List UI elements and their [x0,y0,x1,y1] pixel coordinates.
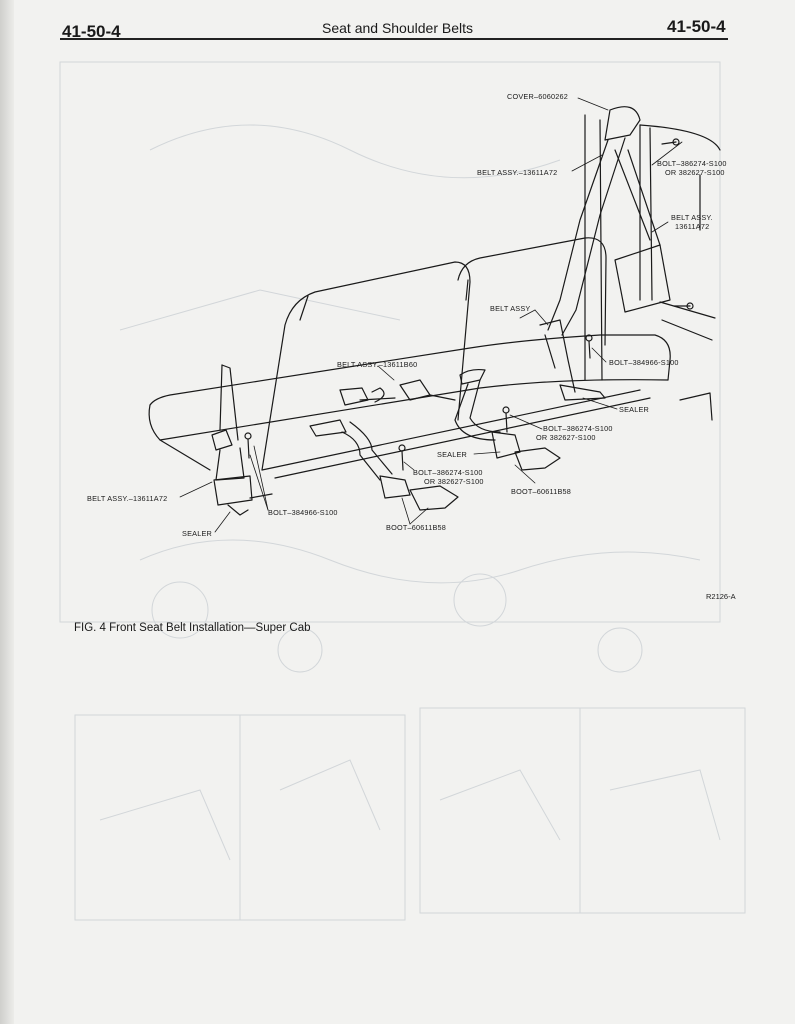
lap-belt-center [359,379,456,401]
page-number-left: 41-50-4 [62,22,121,41]
label-belt-assy-right-1: BELT ASSY. [671,213,713,222]
page-number-right: 41-50-4 [667,17,726,36]
bolt-icons [244,138,694,471]
label-cover: COVER–6060262 [507,92,569,101]
label-belt-assy-13611b60: BELT ASSY.–13611B60 [337,360,418,369]
figure-caption: FIG. 4 Front Seat Belt Installation—Supe… [74,622,311,634]
page-title: Seat and Shoulder Belts [322,20,473,36]
label-sealer-right: SEALER [619,405,649,414]
label-bolt-384966-right: BOLT–384966-S100 [609,358,679,367]
shoulder-anchor-left [211,364,273,516]
figure-reference-code: R2126-A [706,592,736,601]
header-rule [60,38,728,40]
seat-cushion [148,334,671,479]
seat-back-right [457,237,607,346]
label-belt-assy-left: BELT ASSY.–13611A72 [87,494,168,503]
label-sealer-mid: SEALER [437,450,467,459]
label-boot-lower: BOOT–60611B58 [386,523,447,532]
label-bolt-lower-2: OR 382627-S100 [424,477,484,486]
label-bolt-mid-2: OR 382627-S100 [536,433,596,442]
label-bolt-top-2: OR 382627-S100 [665,168,725,177]
label-bolt-mid-1: BOLT–386274-S100 [543,424,613,433]
page-edge-shadow [0,0,14,1024]
label-bolt-384966-left: BOLT–384966-S100 [268,508,338,517]
label-boot-right: BOOT–60611B58 [511,487,572,496]
label-sealer-left: SEALER [182,529,212,538]
label-belt-assy-right-2: 13611A72 [675,222,710,231]
seat-back-left [261,261,471,471]
label-bolt-lower-1: BOLT–386274-S100 [413,468,483,477]
leader-lines [179,97,683,533]
label-bolt-top-1: BOLT–386274-S100 [657,159,727,168]
label-belt-assy-center: BELT ASSY [490,304,531,313]
label-belt-assy-top: BELT ASSY.–13611A72 [477,168,558,177]
buckle-stalk-center [454,368,561,471]
bleed-through-artwork [59,61,746,921]
buckle-stalk-left [309,387,459,511]
shoulder-belt-right [539,106,661,401]
